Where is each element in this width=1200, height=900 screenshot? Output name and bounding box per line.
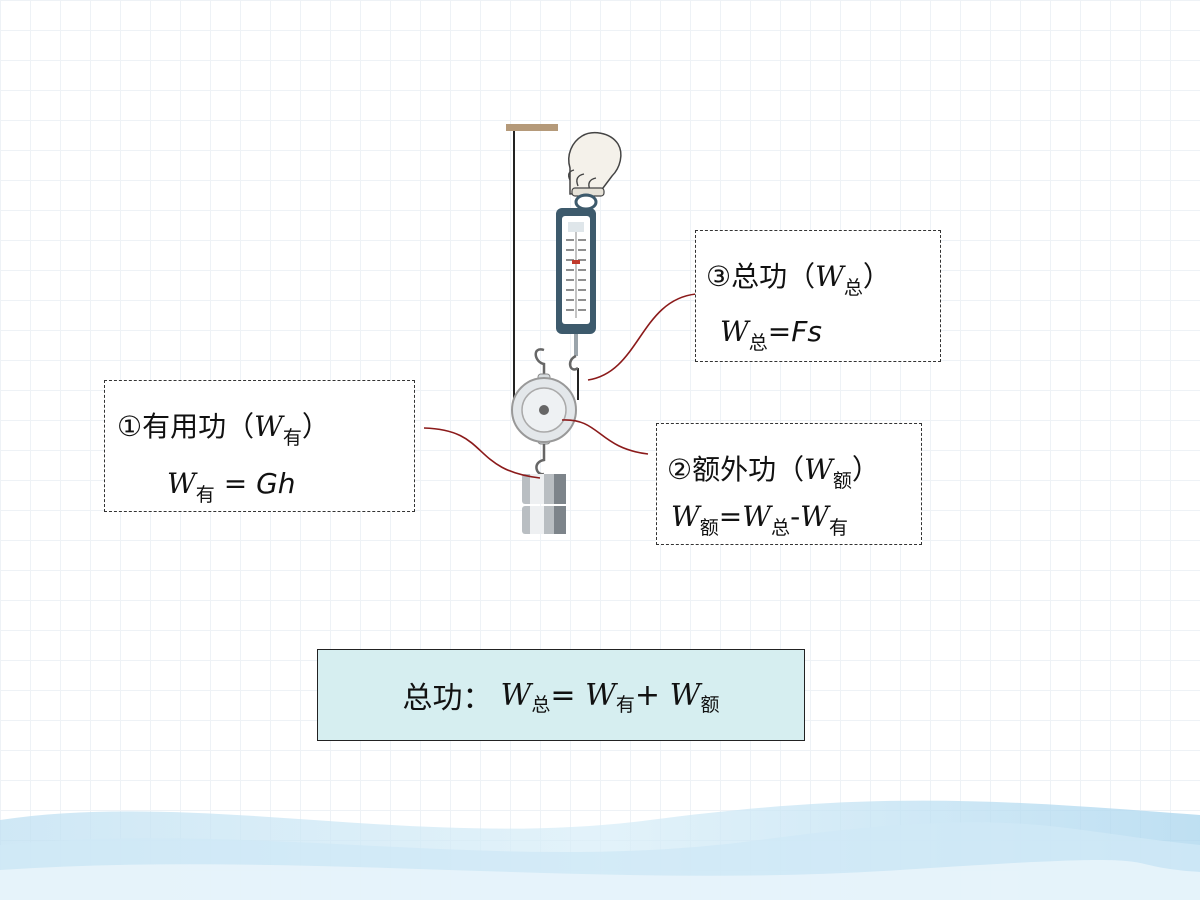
extra-work-formula: W额=W总-W有 [671, 500, 848, 539]
summary-label: 总功： [402, 681, 493, 716]
scale-hook [568, 354, 579, 371]
scale-rod [574, 334, 578, 356]
scale-ring [574, 193, 598, 211]
pulley-top-hook [534, 348, 546, 378]
extra-work-title: ②额外功（W额） [667, 453, 880, 492]
pulley-apparatus [506, 124, 622, 534]
movable-pulley [511, 373, 577, 445]
total-work-formula: W总=Fs [720, 315, 822, 354]
hand-icon [567, 131, 622, 197]
hook-weights [522, 474, 566, 534]
ceiling-bar [506, 124, 558, 131]
useful-work-title: ①有用功（W有） [117, 410, 330, 449]
useful-work-box: ①有用功（W有） W有 = Gh [104, 380, 415, 512]
bottom-wave-decoration [0, 800, 1200, 900]
weight-hook [535, 444, 546, 476]
total-work-box: ③总功（W总） W总=Fs [695, 230, 941, 362]
total-work-title: ③总功（W总） [706, 260, 891, 299]
spring-scale [556, 208, 596, 334]
extra-work-box: ②额外功（W额） W额=W总-W有 [656, 423, 922, 545]
useful-work-formula: W有 = Gh [167, 467, 296, 506]
